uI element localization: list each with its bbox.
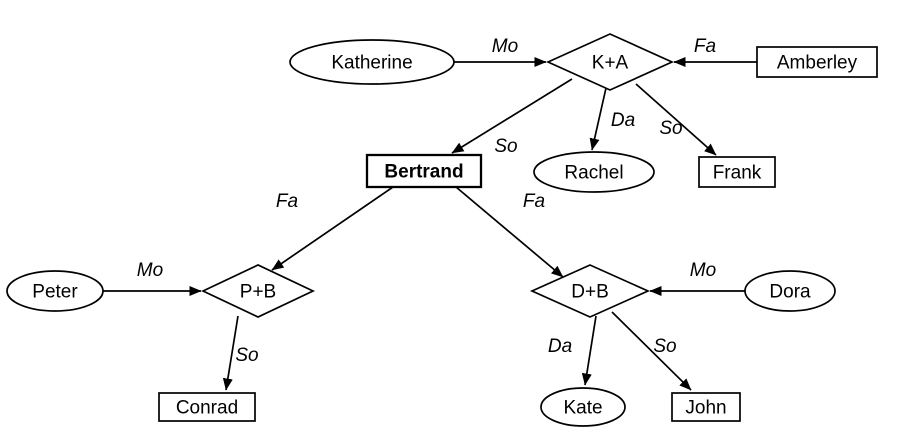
edge-label-bertrand-db: Fa [523, 191, 545, 212]
pb-node-label: P+B [240, 282, 276, 303]
edge-label-katherine-ka: Mo [492, 36, 518, 57]
edge-label-db-john: So [653, 336, 676, 357]
frank-node-shape [698, 156, 776, 188]
john-node-label: John [685, 398, 726, 419]
edge-label-pb-conrad: So [235, 345, 258, 366]
amberley-node-label: Amberley [777, 53, 858, 74]
rachel-node-label: Rachel [564, 163, 623, 184]
edge-ka-frank [635, 83, 717, 156]
conrad-node-shape [158, 392, 256, 422]
db-node-label: D+B [571, 282, 609, 303]
edge-pb-conrad [222, 315, 239, 391]
edge-bertrand-pb [271, 186, 394, 271]
edge-label-ka-rachel: Da [611, 110, 635, 131]
edge-db-john [611, 311, 692, 391]
peter-node-label: Peter [32, 282, 78, 303]
edge-label-db-kate: Da [548, 336, 572, 357]
dora-node-shape [744, 270, 836, 312]
bertrand-node-label: Bertrand [384, 162, 463, 183]
edge-label-amberley-ka: Fa [694, 36, 716, 57]
ka-node-label: K+A [592, 53, 629, 74]
john-node-shape [671, 392, 741, 422]
conrad-node-label: Conrad [176, 398, 238, 419]
edge-ka-bertrand [451, 78, 573, 154]
edge-label-bertrand-pb: Fa [276, 191, 298, 212]
pb-node-shape [201, 264, 315, 318]
edge-label-ka-frank: So [659, 118, 682, 139]
dora-node-label: Dora [769, 282, 811, 303]
kate-node-label: Kate [563, 398, 602, 419]
kate-node-shape [540, 387, 626, 427]
katherine-node-shape [289, 39, 455, 85]
amberley-node-shape [756, 46, 878, 78]
edge-db-kate [581, 315, 597, 386]
edge-ka-rachel [589, 87, 607, 151]
edge-bertrand-db [455, 186, 564, 278]
peter-node-shape [6, 270, 104, 312]
rachel-node-shape [533, 151, 655, 193]
bertrand-node-shape [365, 153, 483, 189]
edge-label-dora-db: Mo [690, 260, 716, 281]
edge-label-ka-bertrand: So [494, 136, 517, 157]
frank-node-label: Frank [713, 163, 762, 184]
edge-label-peter-pb: Mo [137, 260, 163, 281]
ka-node-shape [545, 33, 675, 91]
db-node-shape [529, 264, 651, 318]
katherine-node-label: Katherine [331, 53, 412, 74]
